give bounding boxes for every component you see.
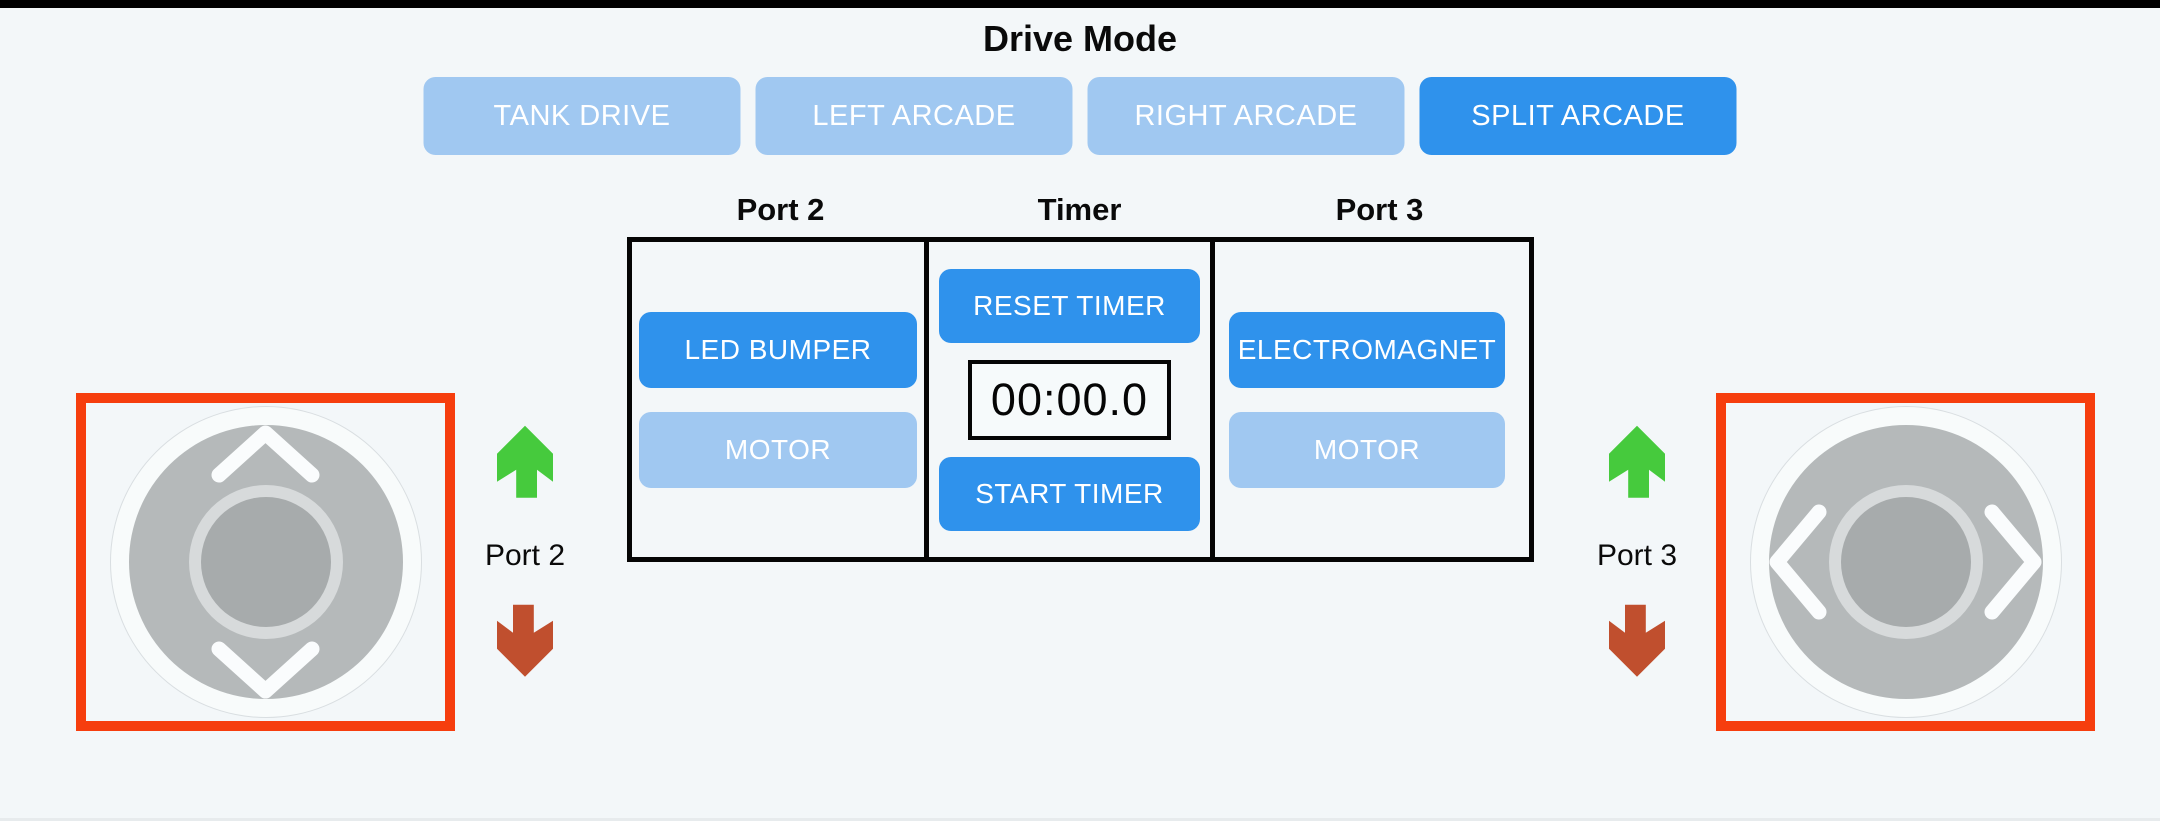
- port3-indicator: Port 3: [1577, 421, 1697, 688]
- timer-column-header: Timer: [1037, 192, 1122, 227]
- right-joystick-zone: [1716, 393, 2095, 731]
- start-timer-button[interactable]: START TIMER: [939, 456, 1200, 531]
- right-joystick-knob[interactable]: [1840, 497, 1971, 627]
- bottom-divider: [0, 818, 2160, 821]
- timer-column: RESET TIMER 00:00.0 START TIMER: [929, 242, 1215, 557]
- top-black-bar: [0, 0, 2160, 8]
- port3-column: ELECTROMAGNET MOTOR: [1215, 242, 1519, 557]
- port3-indicator-label: Port 3: [1596, 539, 1678, 572]
- table-header-row: Port 2 Timer Port 3: [627, 188, 1534, 232]
- right-joystick-chevrons: [1769, 504, 2042, 620]
- led-bumper-button[interactable]: LED BUMPER: [639, 311, 917, 388]
- chevron-left-icon: [1769, 504, 1827, 620]
- green-up-arrow-icon: [497, 425, 553, 498]
- port2-column: LED BUMPER MOTOR: [632, 242, 929, 557]
- left-joystick-knob[interactable]: [200, 497, 331, 627]
- electromagnet-button[interactable]: ELECTROMAGNET: [1229, 311, 1505, 388]
- left-joystick-chevrons: [211, 425, 320, 699]
- chevron-right-icon: [1984, 504, 2042, 620]
- drive-mode-button-row: TANK DRIVE LEFT ARCADE RIGHT ARCADE SPLI…: [423, 77, 1737, 155]
- green-up-arrow-icon: [1609, 425, 1665, 498]
- split-arcade-button[interactable]: SPLIT ARCADE: [1419, 77, 1737, 155]
- drive-mode-title: Drive Mode: [982, 18, 1178, 59]
- control-table: LED BUMPER MOTOR RESET TIMER 00:00.0 STA…: [627, 237, 1534, 562]
- port3-motor-button[interactable]: MOTOR: [1229, 411, 1505, 488]
- port2-motor-button[interactable]: MOTOR: [639, 411, 917, 488]
- red-down-arrow-icon: [1609, 604, 1665, 677]
- tank-drive-button[interactable]: TANK DRIVE: [423, 77, 741, 155]
- reset-timer-button[interactable]: RESET TIMER: [939, 268, 1200, 343]
- chevron-down-icon: [211, 641, 320, 699]
- port2-column-header: Port 2: [736, 192, 825, 227]
- right-arcade-button[interactable]: RIGHT ARCADE: [1087, 77, 1405, 155]
- chevron-up-icon: [211, 425, 320, 483]
- left-joystick-zone: [76, 393, 455, 731]
- red-down-arrow-icon: [497, 604, 553, 677]
- timer-display: 00:00.0: [968, 359, 1171, 440]
- port3-column-header: Port 3: [1335, 192, 1424, 227]
- port2-indicator: Port 2: [465, 421, 585, 688]
- left-arcade-button[interactable]: LEFT ARCADE: [755, 77, 1073, 155]
- port2-indicator-label: Port 2: [484, 539, 566, 572]
